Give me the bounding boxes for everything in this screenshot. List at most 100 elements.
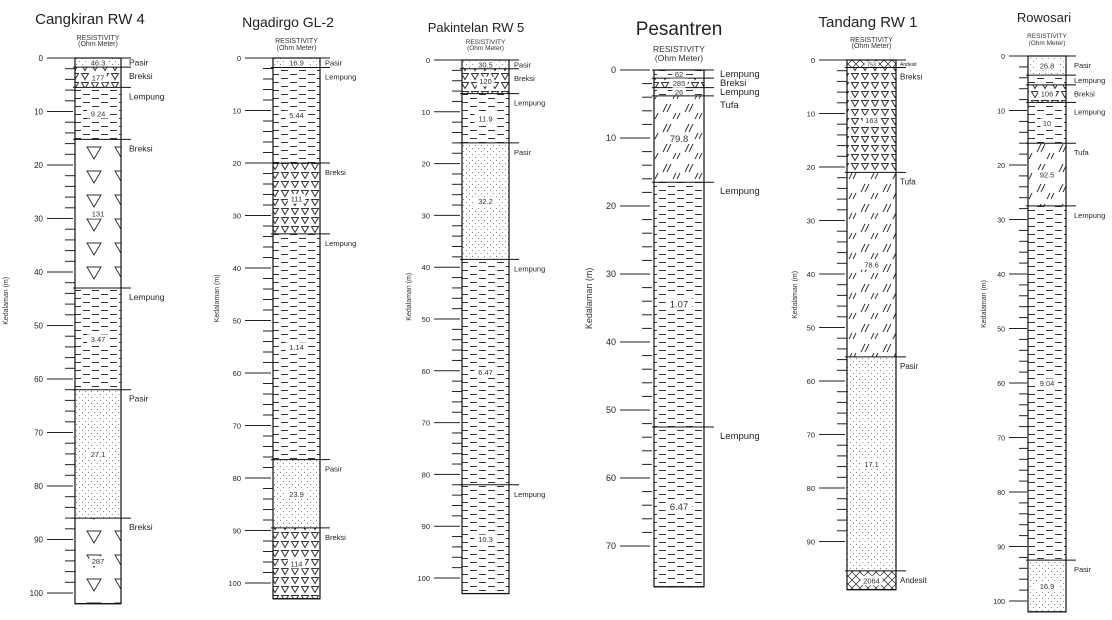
resistivity-value: 32.2 <box>478 197 493 206</box>
depth-tick-label: 20 <box>422 160 430 169</box>
rock-label-lempung: Lempung <box>325 239 356 248</box>
depth-tick-label: 40 <box>233 264 241 273</box>
resistivity-value: 9.04 <box>1040 379 1055 388</box>
resistivity-header: RESISTIVITY <box>275 38 318 45</box>
depth-tick-label: 80 <box>422 470 430 479</box>
depth-tick-label: 10 <box>807 110 815 119</box>
rock-label-breksi: Breksi <box>900 72 922 81</box>
rock-label-pasir: Pasir <box>900 362 919 371</box>
rock-label-pasir: Pasir <box>325 59 343 68</box>
depth-tick-label: 60 <box>422 367 430 376</box>
log-title: Rowosari <box>1017 10 1071 25</box>
log-title: Cangkiran RW 4 <box>35 11 145 28</box>
depth-tick-label: 0 <box>1001 54 1005 61</box>
depth-tick-label: 90 <box>997 545 1005 552</box>
resistivity-header: RESISTIVITY <box>1027 33 1067 40</box>
rock-label-breksi: Breksi <box>129 522 153 532</box>
resistivity-value: 114 <box>291 559 303 568</box>
log-title: Pakintelan RW 5 <box>428 20 525 35</box>
rock-label-breksi: Breksi <box>129 71 153 81</box>
rock-label-pasir: Pasir <box>129 394 149 404</box>
depth-tick-label: 90 <box>34 536 43 545</box>
rock-label-lempung: Lempung <box>514 490 545 499</box>
depth-tick-label: 80 <box>807 484 815 493</box>
depth-tick-label: 90 <box>807 538 815 547</box>
rock-label-lempung: Lempung <box>1074 107 1105 116</box>
depth-tick-label: 70 <box>997 436 1005 443</box>
depth-tick-label: 100 <box>993 599 1005 606</box>
depth-tick-label: 50 <box>997 327 1005 334</box>
log-title: Tandang RW 1 <box>819 14 918 31</box>
rock-label-pasir: Pasir <box>514 60 532 69</box>
rock-label-lempung: Lempung <box>514 99 545 108</box>
depth-tick-label: 70 <box>807 431 815 440</box>
rock-label-lempung: Lempung <box>720 431 760 442</box>
depth-tick-label: 90 <box>422 522 430 531</box>
resistivity-value: 79.8 <box>670 134 689 145</box>
rock-label-breksi: Breksi <box>514 74 535 83</box>
depth-tick-label: 60 <box>606 473 616 483</box>
depth-tick-label: 50 <box>422 315 430 324</box>
depth-tick-label: 20 <box>997 163 1005 170</box>
resistivity-value: 2064 <box>863 576 880 585</box>
depth-tick-label: 20 <box>34 161 43 170</box>
depth-tick-label: 100 <box>228 579 241 588</box>
depth-tick-label: 50 <box>807 324 815 333</box>
resistivity-value: 16.9 <box>289 59 304 68</box>
depth-tick-label: 20 <box>807 163 815 172</box>
resistivity-unit: (Ohm Meter) <box>1029 40 1066 47</box>
depth-tick-label: 50 <box>606 405 616 415</box>
rock-label-breksi: Breksi <box>325 168 346 177</box>
depth-tick-label: 30 <box>606 269 616 279</box>
rock-label-pasir: Pasir <box>1074 565 1092 574</box>
depth-axis-label: Kedalaman (m) <box>584 268 594 330</box>
rock-label-pasir: Pasir <box>129 58 149 68</box>
resistivity-value: 1.07 <box>670 300 689 311</box>
resistivity-value: 10.3 <box>478 535 493 544</box>
depth-tick-label: 10 <box>606 133 616 143</box>
rock-label-breksi: Breksi <box>1074 90 1095 99</box>
rock-label-lempung: Lempung <box>720 186 760 197</box>
depth-tick-label: 20 <box>233 159 241 168</box>
depth-tick-label: 10 <box>422 108 430 117</box>
depth-axis-label: Kedalaman (m) <box>792 271 799 319</box>
depth-tick-label: 100 <box>30 589 44 598</box>
layer-lempung <box>1028 75 1066 85</box>
depth-tick-label: 10 <box>34 108 43 117</box>
depth-tick-label: 60 <box>233 369 241 378</box>
resistivity-value: 111 <box>291 194 302 203</box>
depth-tick-label: 80 <box>233 474 241 483</box>
depth-tick-label: 30 <box>422 211 430 220</box>
depth-tick-label: 10 <box>233 107 241 116</box>
log-column-pakintelan-rw-5: Pakintelan RW 5RESISTIVITY(Ohm Meter)Ked… <box>406 20 545 594</box>
resistivity-value: 9.24 <box>91 109 106 118</box>
resistivity-unit: (Ohm Meter) <box>655 53 703 63</box>
depth-tick-label: 40 <box>422 263 430 272</box>
depth-tick-label: 0 <box>611 65 616 75</box>
resistivity-value: 78.6 <box>864 261 879 270</box>
depth-tick-label: 40 <box>807 270 815 279</box>
rock-label-pasir: Pasir <box>325 465 343 474</box>
resistivity-value: 131 <box>92 210 105 219</box>
depth-tick-label: 60 <box>34 375 43 384</box>
rock-label-tufa: Tufa <box>1074 148 1090 157</box>
resistivity-value: 120 <box>479 77 492 86</box>
log-column-rowosari: RowosariRESISTIVITY(Ohm Meter)Kedalaman … <box>981 10 1105 612</box>
depth-tick-label: 10 <box>997 109 1005 116</box>
depth-tick-label: 0 <box>811 56 815 65</box>
rock-label-pasir: Pasir <box>1074 61 1092 70</box>
log-column-ngadirgo-gl-2: Ngadirgo GL-2RESISTIVITY(Ohm Meter)Kedal… <box>214 14 356 599</box>
resistivity-value: 26.8 <box>1040 62 1055 71</box>
depth-tick-label: 0 <box>426 56 430 65</box>
resistivity-value: 92.5 <box>1040 171 1055 180</box>
resistivity-value: 285 <box>673 79 686 88</box>
resistivity-value: 6.47 <box>478 368 493 377</box>
depth-tick-label: 40 <box>997 272 1005 279</box>
resistivity-value: 16.9 <box>1040 582 1055 591</box>
depth-tick-label: 80 <box>34 482 43 491</box>
resistivity-unit: (Ohm Meter) <box>467 45 504 52</box>
resistivity-value: 177 <box>92 73 105 82</box>
